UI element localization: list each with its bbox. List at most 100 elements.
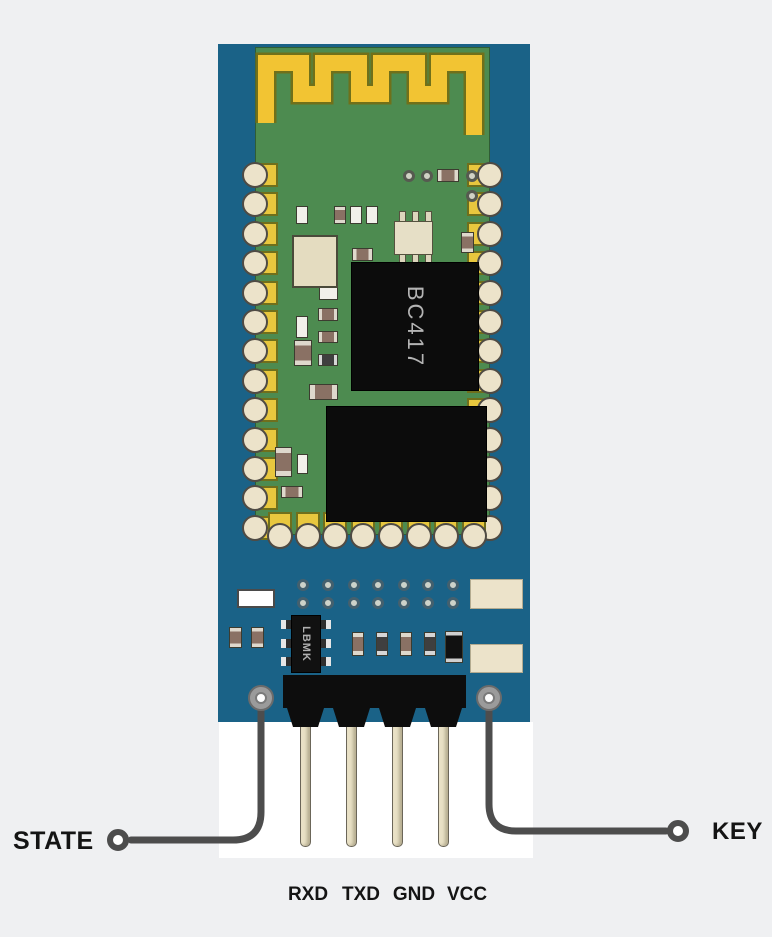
mounting-hole-left xyxy=(248,685,274,711)
castellation-pin xyxy=(378,523,404,549)
resistor xyxy=(352,632,364,656)
voltage-regulator: LBMK xyxy=(292,616,320,672)
regulator-leg xyxy=(281,639,293,648)
castellation-pin xyxy=(477,368,503,394)
castellation-pin xyxy=(242,485,268,511)
via xyxy=(466,190,478,202)
crystal-oscillator xyxy=(292,235,338,288)
castellation-pin xyxy=(242,515,268,541)
resistor xyxy=(294,340,312,366)
via xyxy=(422,597,434,609)
resistor xyxy=(309,384,338,400)
castellation-pin xyxy=(295,523,321,549)
state-label: STATE xyxy=(13,827,94,855)
state-wire xyxy=(127,696,265,844)
key-label: KEY xyxy=(712,818,763,845)
resistor xyxy=(461,232,474,253)
resistor xyxy=(400,632,412,656)
resistor xyxy=(318,308,338,321)
castellation-pin xyxy=(322,523,348,549)
capacitor xyxy=(297,454,308,474)
state-wire-terminal xyxy=(107,829,129,851)
castellation-pin xyxy=(350,523,376,549)
resistor xyxy=(281,486,303,498)
castellation-pin xyxy=(406,523,432,549)
resistor xyxy=(376,632,388,656)
via xyxy=(372,597,384,609)
pin-label-gnd: GND xyxy=(392,884,436,905)
castellation-pin xyxy=(477,338,503,364)
capacitor xyxy=(445,631,463,663)
key-wire xyxy=(485,696,670,835)
resistor xyxy=(352,248,373,261)
resistor xyxy=(318,331,338,343)
regulator-leg xyxy=(281,657,293,666)
via xyxy=(348,579,360,591)
flash-chip xyxy=(327,407,486,521)
via xyxy=(398,579,410,591)
pin-area-backplate xyxy=(219,722,533,858)
regulator-leg xyxy=(281,620,293,629)
castellation-pin xyxy=(242,309,268,335)
resistor xyxy=(275,447,292,477)
castellation-pin xyxy=(242,162,268,188)
solder-pad xyxy=(470,644,523,673)
castellation-pin xyxy=(242,250,268,276)
bc417-chip: BC417 xyxy=(352,263,478,390)
via xyxy=(421,170,433,182)
resistor xyxy=(251,627,264,648)
via xyxy=(422,579,434,591)
regulator-leg xyxy=(319,657,331,666)
castellation-pin xyxy=(242,427,268,453)
via xyxy=(403,170,415,182)
via xyxy=(297,597,309,609)
castellation-pin xyxy=(477,250,503,276)
capacitor xyxy=(350,206,362,224)
castellation-pin xyxy=(242,338,268,364)
via xyxy=(447,579,459,591)
castellation-pin xyxy=(433,523,459,549)
pin-header-housing xyxy=(283,675,466,727)
castellation-pin xyxy=(242,280,268,306)
castellation-pin xyxy=(461,523,487,549)
castellation-pin xyxy=(242,191,268,217)
mounting-hole-right xyxy=(476,685,502,711)
resistor xyxy=(334,206,346,224)
castellation-pin xyxy=(477,280,503,306)
capacitor xyxy=(296,206,308,224)
pin-label-rxd: RXD xyxy=(287,884,329,905)
six-pin-ic xyxy=(394,221,433,255)
via xyxy=(372,579,384,591)
solder-pad xyxy=(470,579,523,609)
castellation-pin xyxy=(477,309,503,335)
castellation-pin xyxy=(242,397,268,423)
regulator-leg xyxy=(319,620,331,629)
regulator-leg xyxy=(319,639,331,648)
key-wire-terminal xyxy=(667,820,689,842)
via xyxy=(297,579,309,591)
resistor xyxy=(318,354,338,366)
resistor xyxy=(437,169,459,182)
castellation-pin xyxy=(267,523,293,549)
castellation-pin xyxy=(477,191,503,217)
castellation-pin xyxy=(242,221,268,247)
pin-label-txd: TXD xyxy=(342,884,380,905)
led xyxy=(237,589,275,608)
via xyxy=(447,597,459,609)
capacitor xyxy=(296,316,308,338)
pin-label-vcc: VCC xyxy=(446,884,488,905)
via xyxy=(466,170,478,182)
mounting-hole-bore xyxy=(255,692,267,704)
castellation-pin xyxy=(242,368,268,394)
castellation-pin xyxy=(242,456,268,482)
pcb-antenna xyxy=(255,52,485,135)
via xyxy=(322,597,334,609)
mounting-hole-bore xyxy=(483,692,495,704)
resistor xyxy=(424,632,436,656)
via xyxy=(322,579,334,591)
capacitor xyxy=(366,206,378,224)
via xyxy=(398,597,410,609)
